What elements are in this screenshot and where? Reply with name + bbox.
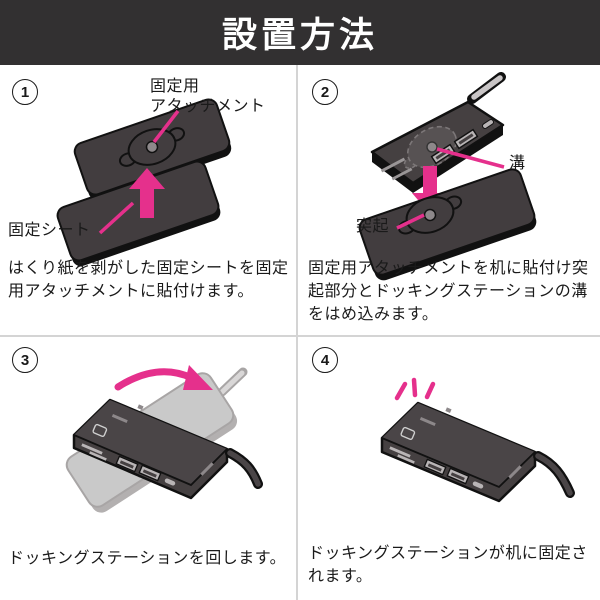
step3-caption: ドッキングステーションを回します。 <box>8 550 287 567</box>
step4-panel: 4 ドッキングステーションが机に固定されます。 <box>300 337 600 600</box>
sd-slot <box>391 167 413 181</box>
side-port <box>200 462 214 476</box>
usb-a-port <box>446 467 470 485</box>
fixed-emphasis-icon <box>394 377 436 401</box>
label-groove: 溝 <box>509 155 526 172</box>
callout-line-attachment <box>152 109 180 144</box>
step2-caption: 固定用アタッチメントを机に貼付け突起部分とドッキングステーションの溝をはめ込みま… <box>308 260 589 323</box>
step2-number: 2 <box>312 79 338 105</box>
usb-c-port <box>472 481 484 489</box>
step4-number: 4 <box>312 347 338 373</box>
sd-slot <box>389 446 411 458</box>
step2-panel: 2 溝 突起 固定用アタッチメントを机に貼付け突起部分とドッキングステーションの… <box>300 65 600 335</box>
dock <box>380 401 575 503</box>
step1-illustration <box>56 98 232 267</box>
sd-slot <box>380 157 406 173</box>
rotate-arrow-icon <box>114 365 213 391</box>
callout-line-protrusion <box>396 213 425 230</box>
adhesive-sheet <box>56 160 221 267</box>
usb-c-port <box>482 119 494 129</box>
step1-panel: 1 固定用 アタッチメント 固定シート はくり紙を剥がした固定シートを固定用アタ… <box>0 65 296 335</box>
step3-panel: 3 ドッキングステーションを回します。 <box>0 337 296 600</box>
step1-number: 1 <box>12 79 38 105</box>
side-port <box>508 465 522 479</box>
step3-illustration <box>65 365 263 513</box>
callout-line-sheet <box>98 201 135 235</box>
usb-a-port <box>138 464 162 482</box>
attachment-disc <box>118 127 186 167</box>
callout-line-groove <box>436 147 505 169</box>
sd-slot <box>89 451 107 461</box>
sd-slot <box>81 443 103 455</box>
usb-c-port <box>164 478 176 486</box>
header-banner: 設置方法 <box>0 0 600 65</box>
label-sheet: 固定シート <box>8 222 91 239</box>
step3-number: 3 <box>12 347 38 373</box>
sd-slot <box>397 454 415 464</box>
up-arrow-icon <box>129 168 165 218</box>
attachment-plate <box>73 98 232 201</box>
usb-a-port <box>115 455 139 473</box>
dock-logo-mark <box>92 423 108 438</box>
usb-a-port <box>453 128 479 150</box>
label-protrusion: 突起 <box>356 218 390 235</box>
page-title: 設置方法 <box>221 16 378 55</box>
step4-illustration <box>380 377 575 503</box>
usb-a-port <box>423 458 447 476</box>
dock <box>72 398 263 500</box>
step4-caption: ドッキングステーションが机に固定されます。 <box>308 545 588 585</box>
step2-illustration <box>358 72 537 281</box>
step1-caption: はくり紙を剥がした固定シートを固定用アタッチメントに貼付けます。 <box>8 260 289 300</box>
horizontal-divider <box>0 335 600 337</box>
dock-underside <box>370 72 506 193</box>
dock-logo-mark <box>400 426 416 441</box>
vertical-divider <box>296 65 298 600</box>
label-attachment: 固定用 アタッチメント <box>150 78 266 115</box>
